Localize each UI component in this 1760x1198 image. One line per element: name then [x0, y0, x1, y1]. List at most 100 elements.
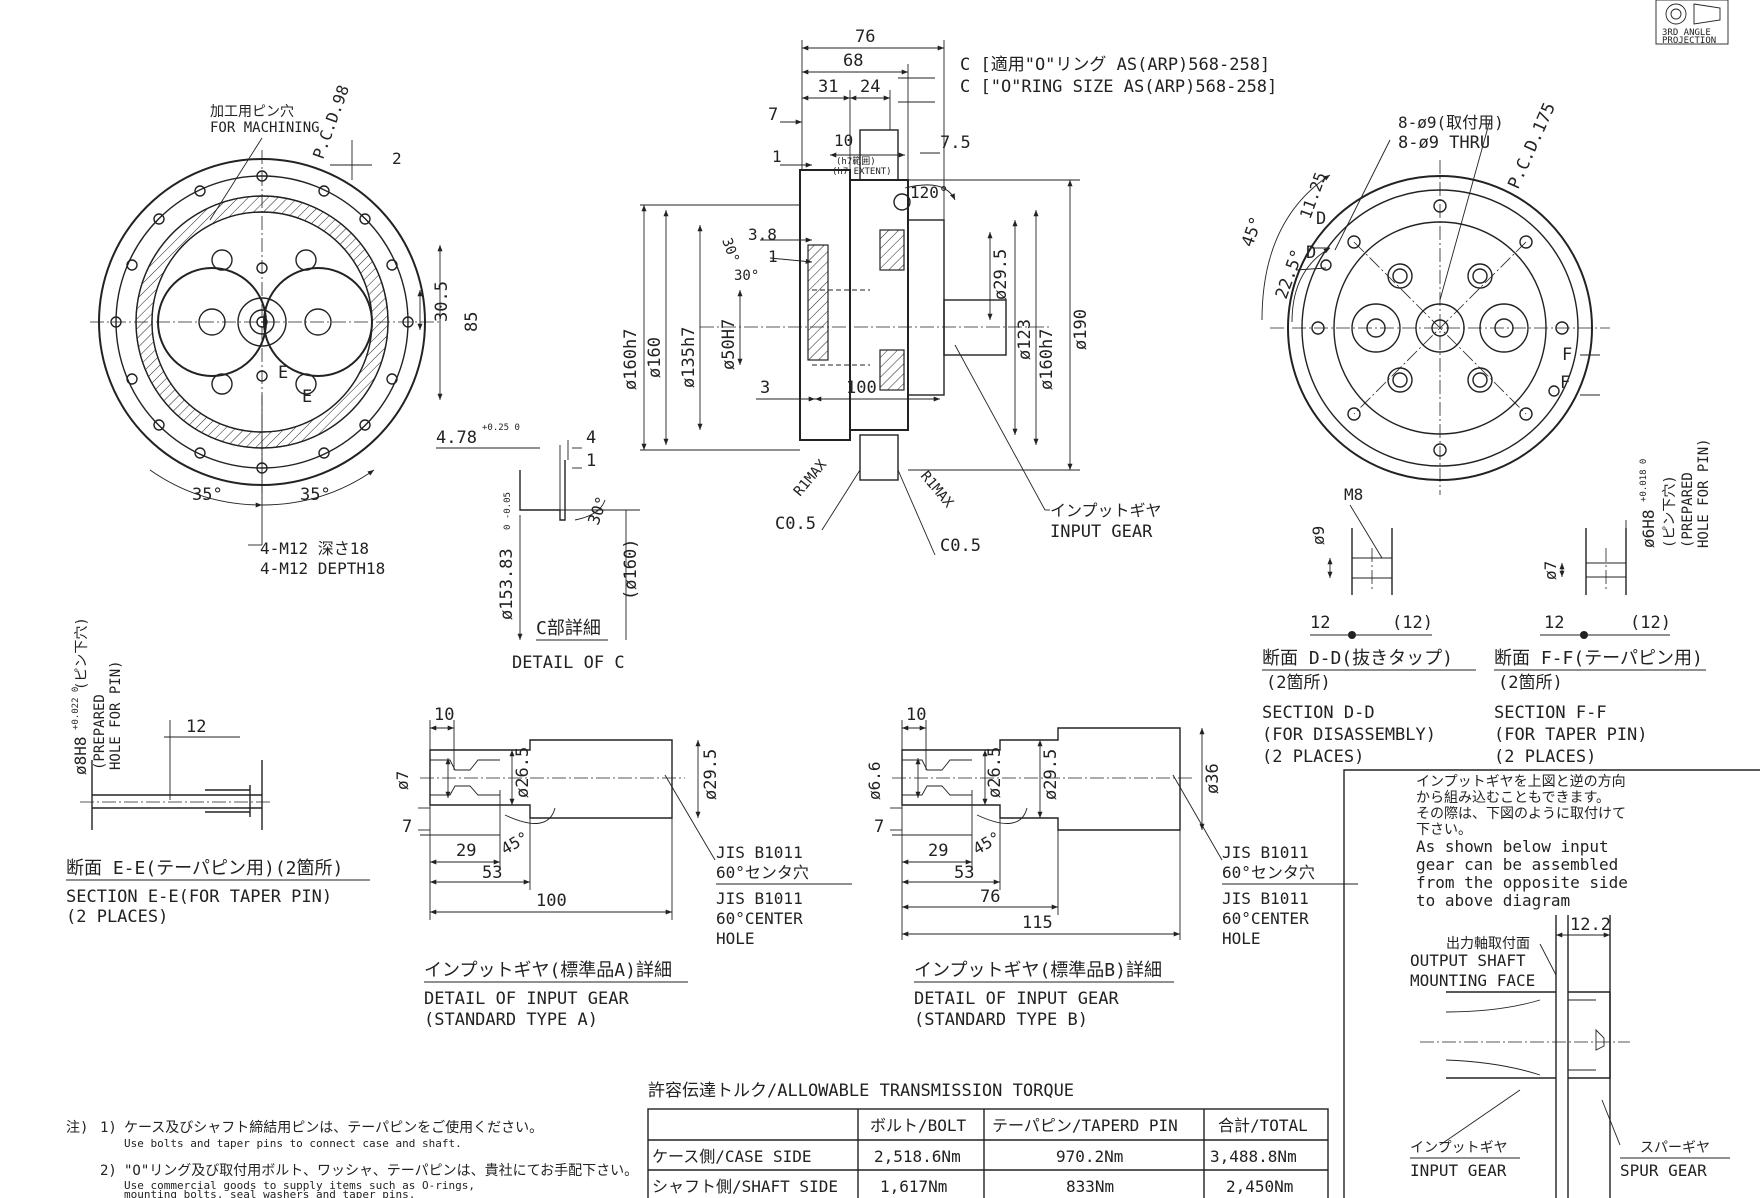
side-d135h7: ø135h7 — [679, 327, 699, 388]
assembly-spur-jp: スパーギヤ — [1640, 1140, 1710, 1156]
side-c05-left: C0.5 — [775, 514, 816, 534]
projection-symbol: 3RD ANGLE PROJECTION — [1655, 0, 1729, 46]
torque-header-total: 合計/TOTAL — [1218, 1116, 1308, 1135]
gear-a-detail: 10 ø7 ø26.5 ø29.5 7 29 45° 53 100 JIS B1… — [393, 705, 852, 1030]
gear-a-dim-100: 100 — [536, 891, 567, 911]
gear-a-dim-53: 53 — [482, 863, 502, 883]
gear-a-dim-10: 10 — [434, 705, 454, 725]
assembly-output-jp: 出力軸取付面 — [1446, 936, 1530, 952]
gear-b-hole: HOLE — [1222, 929, 1261, 948]
ee-prepared: (PREPARED — [92, 694, 108, 770]
detail-c-dim-4: 4 — [586, 428, 596, 448]
front-label-e1: E — [278, 363, 288, 383]
gear-a-d26-5: ø26.5 — [513, 747, 533, 798]
side-dim-1: 1 — [772, 147, 782, 166]
torque-row2-pin: 833Nm — [1066, 1177, 1114, 1196]
gear-a-hole: HOLE — [716, 929, 755, 948]
gear-b-jis1: JIS B1011 — [1222, 843, 1309, 862]
front-tap-jp: 4-M12 深さ18 — [260, 539, 369, 558]
note2-num: 2) — [100, 1163, 117, 1179]
side-h7-jp: (h7範囲) — [836, 155, 876, 167]
note1-en: Use bolts and taper pins to connect case… — [124, 1137, 462, 1150]
side-dim-76: 76 — [855, 27, 875, 47]
side-c05-right: C0.5 — [940, 536, 981, 556]
assembly-output-en1: OUTPUT SHAFT — [1410, 951, 1526, 970]
note2-jp: "O"リング及び取付用ボルト、ワッシャ、テーパピンは、貴社にてお手配下さい。 — [124, 1163, 638, 1179]
side-d190: ø190 — [1071, 309, 1091, 350]
assembly-output-en2: MOUNTING FACE — [1410, 971, 1535, 990]
front-tap-en: 4-M12 DEPTH18 — [260, 559, 385, 578]
torque-table: 許容伝達トルク/ALLOWABLE TRANSMISSION TORQUE ボル… — [647, 1081, 1329, 1198]
detail-c-d153-tol: 0 -0.05 — [503, 492, 513, 530]
machining-pin-en: FOR MACHINING — [210, 120, 320, 136]
torque-row1-bolt: 2,518.6Nm — [874, 1147, 961, 1166]
torque-title: 許容伝達トルク/ALLOWABLE TRANSMISSION TORQUE — [648, 1081, 1074, 1101]
gear-b-dim-115: 115 — [1022, 913, 1053, 933]
torque-header-pin: テーパピン/TAPERD PIN — [992, 1116, 1178, 1135]
side-input-gear-en: INPUT GEAR — [1050, 522, 1153, 542]
gear-b-dim-29: 29 — [928, 841, 948, 861]
front-dim-85: 85 — [462, 312, 482, 332]
back-label-d1: D — [1316, 209, 1326, 229]
side-angle-30a: 30° — [718, 236, 742, 265]
back-angle-45: 45° — [1238, 214, 1267, 250]
side-dim-31: 31 — [818, 77, 838, 97]
side-section-view: 76 68 31 24 7 1 10 (h7範囲) (h7 EXTENT) 7.… — [621, 27, 1277, 556]
back-holes-en: 8-ø9 THRU — [1398, 133, 1490, 153]
machining-pin-jp: 加工用ピン穴 — [210, 104, 294, 120]
ff-places-jp: (2箇所) — [1498, 673, 1563, 693]
gear-a-d29-5: ø29.5 — [701, 749, 721, 800]
detail-c-d153: ø153.83 — [497, 548, 517, 620]
front-dim-2: 2 — [392, 149, 402, 168]
side-dim-1b: 1 — [768, 247, 778, 266]
back-view: 8-ø9(取付用) 8-ø9 THRU P.C.D.175 45° 22.5° … — [1238, 100, 1610, 495]
dd-dim-12: 12 — [1310, 613, 1330, 633]
back-label-f1: F — [1562, 345, 1572, 365]
side-r1max-left: R1MAX — [791, 457, 831, 500]
gear-b-jis2: JIS B1011 — [1222, 889, 1309, 908]
gear-b-d26-5: ø26.5 — [985, 747, 1005, 798]
section-ff: ø6H8 +0.018 0 (ピン下穴) (PREPARED HOLE FOR … — [1494, 438, 1712, 767]
front-view: 加工用ピン穴 FOR MACHINING P.C.D.98 2 30.5 85 … — [90, 82, 482, 578]
detail-c-title-en: DETAIL OF C — [512, 653, 625, 673]
side-dim-68: 68 — [843, 51, 863, 71]
torque-row1-pin: 970.2Nm — [1056, 1147, 1123, 1166]
ee-hole-for-pin: HOLE FOR PIN) — [108, 660, 124, 770]
dd-dim-12p: (12) — [1392, 613, 1433, 633]
ff-hole-for-pin: HOLE FOR PIN) — [1696, 438, 1712, 548]
gear-a-title-jp: インプットギヤ(標準品A)詳細 — [424, 960, 672, 981]
ee-places-en: (2 PLACES) — [66, 907, 168, 927]
section-dd: M8 ø9 12 (12) 断面 D-D(抜きタップ) (2箇所) SECTIO… — [1262, 485, 1476, 767]
side-dim-24: 24 — [860, 77, 880, 97]
gear-a-title-en: DETAIL OF INPUT GEAR — [424, 989, 629, 1009]
gear-b-dim-76: 76 — [980, 887, 1000, 907]
notes-label: 注) — [66, 1120, 88, 1136]
gear-b-dim-7: 7 — [874, 817, 884, 837]
assembly-en4: to above diagram — [1416, 891, 1570, 910]
side-d123: ø123 — [1015, 319, 1035, 360]
back-pcd: P.C.D.175 — [1504, 100, 1560, 192]
ff-prepared: (PREPARED — [1680, 472, 1696, 548]
side-oring-jp: C [適用"O"リング AS(ARP)568-258] — [960, 55, 1270, 75]
assembly-jp1: インプットギヤを上図と逆の方向 — [1416, 774, 1626, 790]
assembly-dim-12-2: 12.2 — [1570, 915, 1611, 935]
dd-title-jp: 断面 D-D(抜きタップ) — [1262, 648, 1453, 669]
front-label-e2: E — [302, 387, 312, 407]
side-dim-3-8: 3.8 — [748, 225, 777, 244]
assembly-en2: gear can be assembled — [1416, 855, 1618, 874]
back-label-d2: D — [1306, 243, 1316, 263]
side-d29-5: ø29.5 — [991, 249, 1011, 300]
ff-dim-12: 12 — [1544, 613, 1564, 633]
note1-num: 1) — [100, 1120, 117, 1136]
gear-a-type-en: (STANDARD TYPE A) — [424, 1010, 598, 1030]
gear-b-dim-53: 53 — [954, 863, 974, 883]
side-dim-100: 100 — [846, 378, 877, 398]
detail-c-dim-1: 1 — [586, 451, 596, 471]
assembly-jp2: から組み込むこともできます。 — [1416, 790, 1610, 806]
gear-a-angle-45: 45° — [498, 828, 533, 859]
projection-line2: PROJECTION — [1662, 36, 1716, 46]
front-angle-right: 35° — [300, 485, 331, 505]
ee-d8h8: ø8H8 — [71, 736, 90, 775]
note2-en1: Use commercial goods to supply items suc… — [124, 1179, 475, 1192]
